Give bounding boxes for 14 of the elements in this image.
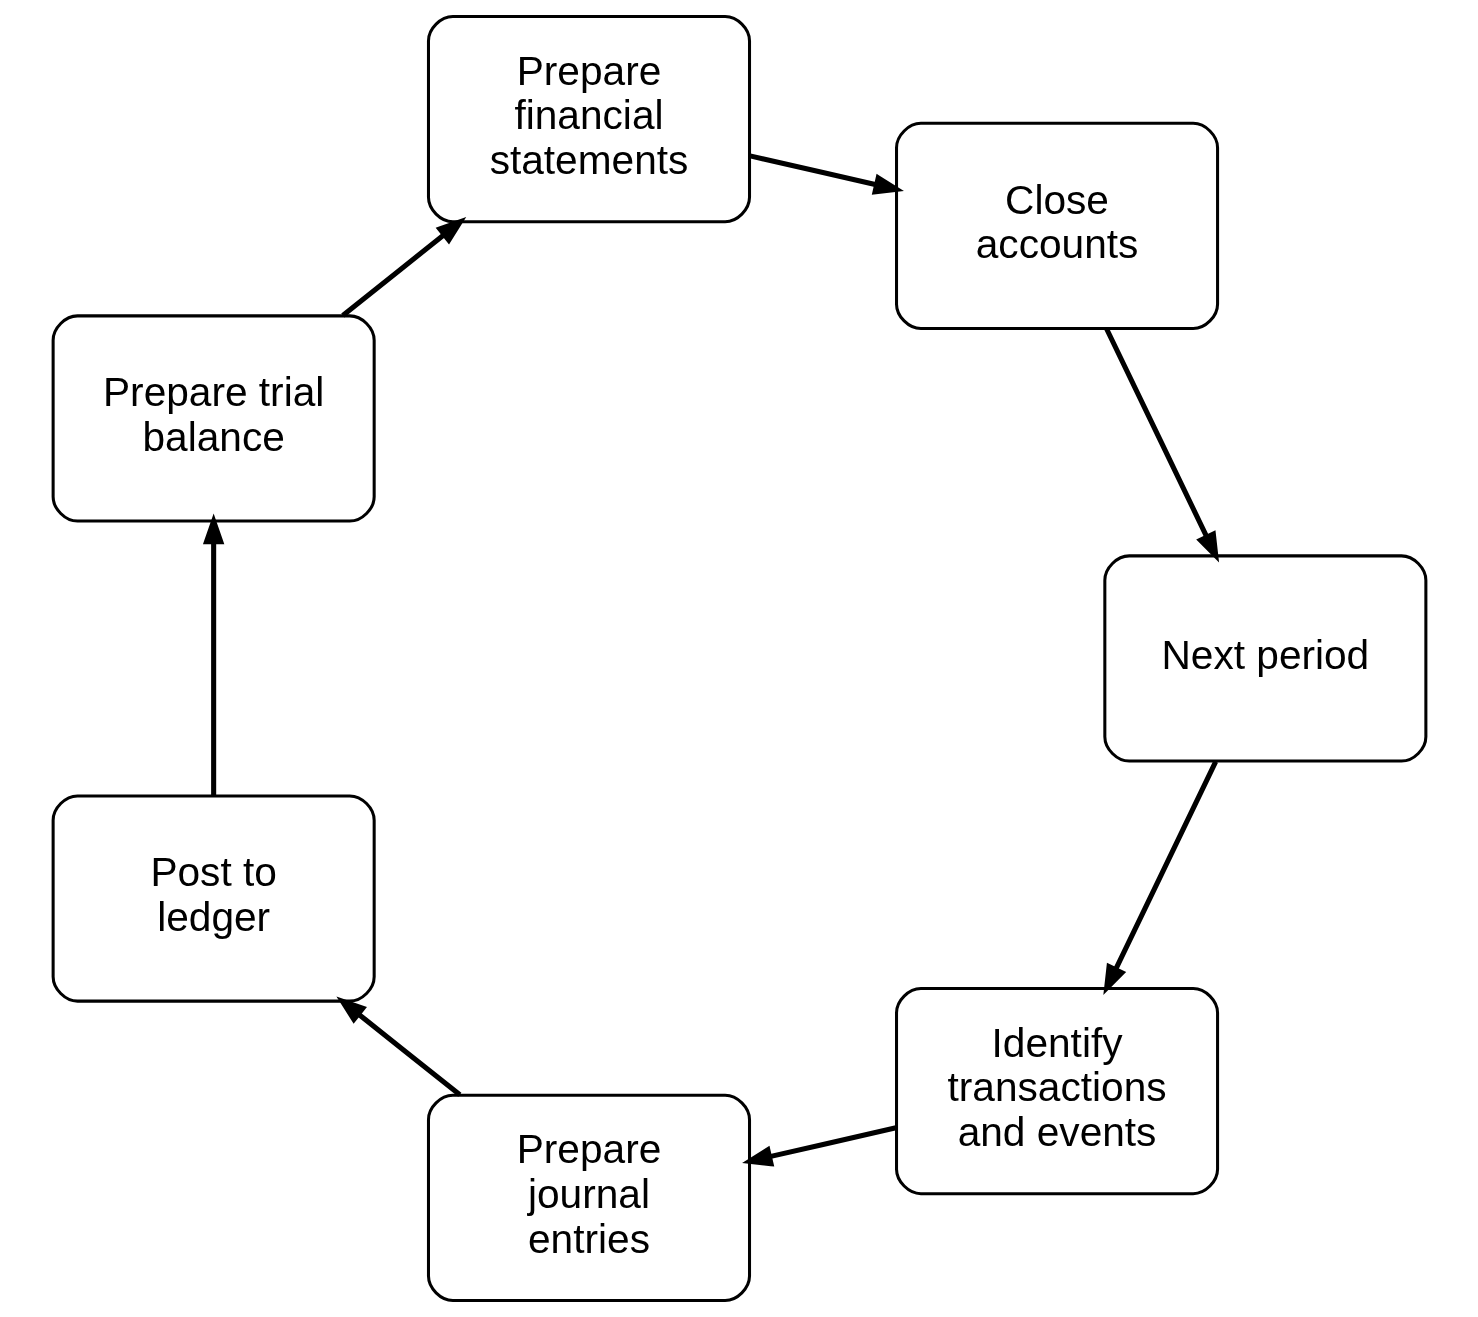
arrow <box>749 153 904 195</box>
arrow <box>202 513 224 796</box>
arrow <box>1103 327 1219 563</box>
arrow <box>1102 760 1218 995</box>
node-box: Prepare trial balance <box>51 314 376 523</box>
node-box: Identify transactions and events <box>894 986 1219 1196</box>
arrow <box>340 217 466 318</box>
arrow <box>741 1125 897 1167</box>
node-box: Post to ledger <box>51 794 376 1003</box>
node-box: Next period <box>1102 554 1427 763</box>
node-box: Prepare journal entries <box>426 1093 751 1302</box>
node-box: Prepare financial statements <box>426 15 751 224</box>
node-box: Close accounts <box>894 121 1219 331</box>
arrow <box>335 996 461 1097</box>
